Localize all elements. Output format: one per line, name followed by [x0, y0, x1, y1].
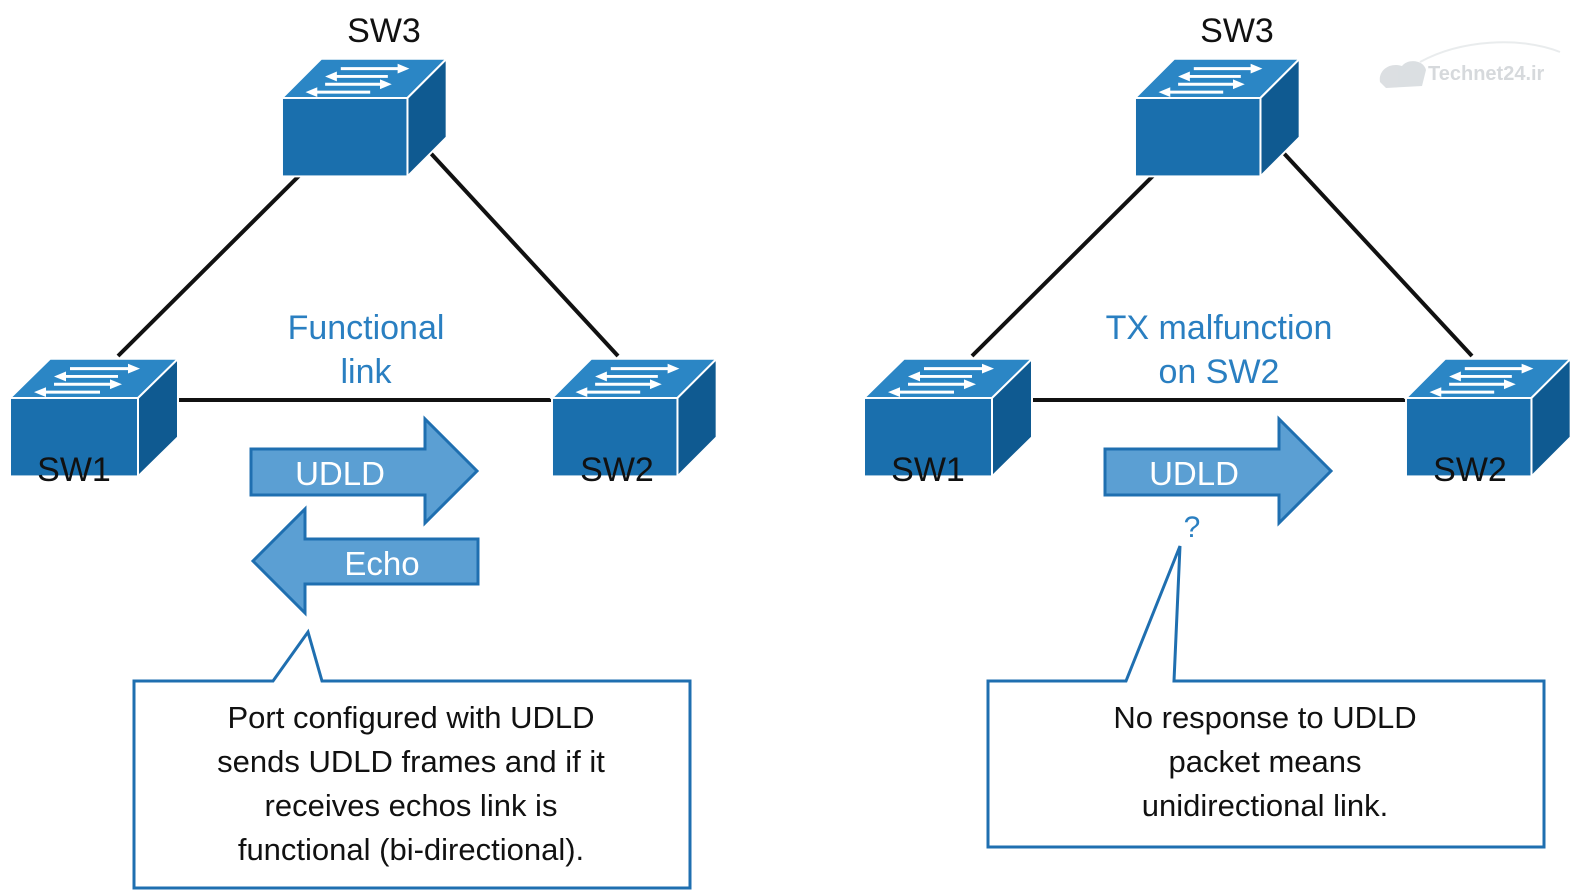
- right-callout-line-1: No response to UDLD: [1113, 700, 1416, 735]
- left-link-label-line1: Functional: [288, 309, 445, 347]
- right-callout-line-3: unidirectional link.: [1142, 788, 1388, 823]
- left-echo-arrow-label: Echo: [344, 545, 419, 582]
- left-link-label-line2: link: [340, 353, 392, 391]
- left-callout-line-1: Port configured with UDLD: [228, 700, 595, 735]
- left-callout-line-2: sends UDLD frames and if it: [217, 744, 605, 779]
- right-switch-sw3-icon: [1133, 57, 1302, 178]
- right-callout-line-2: packet means: [1169, 744, 1362, 779]
- left-panel: SW3 SW1 SW2 Functional link UDLD Echo Po…: [8, 12, 719, 890]
- right-panel: SW3 SW1 SW2 TX malfunction on SW2 UDLD ?…: [862, 12, 1573, 849]
- watermark-swoosh: [1419, 41, 1561, 63]
- right-sw1-label: SW1: [891, 451, 965, 489]
- right-question-mark: ?: [1184, 511, 1201, 544]
- right-udld-arrow: [1103, 415, 1334, 527]
- right-callout-box: [986, 545, 1546, 849]
- right-udld-arrow-label: UDLD: [1149, 455, 1239, 492]
- watermark-cloud-icon: [1379, 61, 1426, 88]
- left-sw3-label: SW3: [347, 12, 421, 50]
- watermark-text: Technet24.ir: [1428, 63, 1545, 85]
- right-link-label-line2: on SW2: [1159, 353, 1280, 391]
- right-link-sw3-sw2: [1264, 132, 1474, 358]
- left-callout-line-4: functional (bi-directional).: [238, 832, 584, 867]
- left-udld-arrow: [249, 415, 480, 527]
- left-sw2-label: SW2: [580, 451, 654, 489]
- left-link-sw3-sw2: [411, 132, 620, 358]
- left-udld-arrow-label: UDLD: [295, 455, 385, 492]
- right-sw3-label: SW3: [1200, 12, 1274, 50]
- left-callout-line-3: receives echos link is: [265, 788, 558, 823]
- watermark: Technet24.ir: [1379, 41, 1561, 88]
- left-switch-sw3-icon: [280, 57, 449, 178]
- left-sw1-label: SW1: [37, 451, 111, 489]
- right-link-label-line1: TX malfunction: [1106, 309, 1333, 347]
- left-callout-box: [132, 628, 692, 890]
- left-echo-arrow: [250, 505, 480, 617]
- right-sw2-label: SW2: [1433, 451, 1507, 489]
